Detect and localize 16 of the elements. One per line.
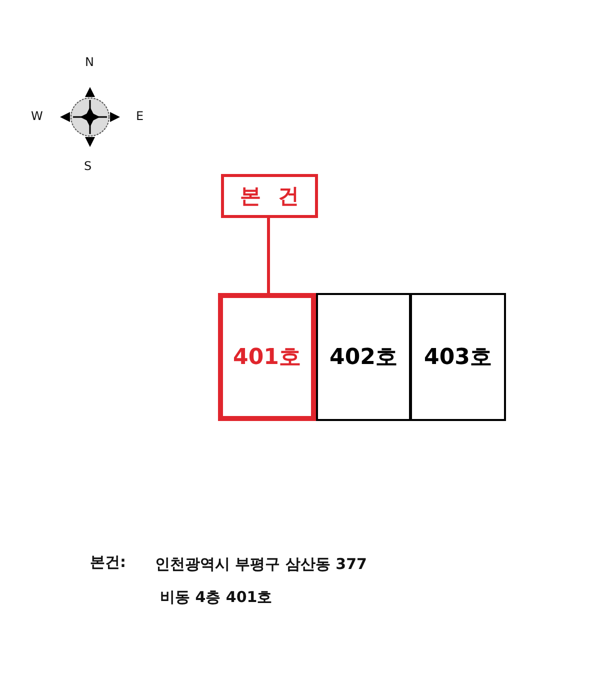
address-text: 비동 4층 401호 bbox=[160, 588, 272, 607]
label-box bbox=[221, 174, 318, 218]
unit-label: 401호 bbox=[233, 344, 301, 372]
box-label: 본 건 bbox=[238, 183, 304, 210]
address-text: 인천광역시 부평구 삼산동 377 bbox=[155, 555, 367, 574]
unit-box bbox=[316, 293, 411, 421]
unit-label: 403호 bbox=[424, 344, 492, 372]
unit-label: 402호 bbox=[330, 344, 398, 372]
compass-letter: W bbox=[31, 109, 43, 123]
compass-letter: E bbox=[136, 109, 144, 123]
unit-box bbox=[410, 293, 506, 421]
connector-line bbox=[267, 218, 270, 293]
unit-box bbox=[218, 293, 316, 421]
address-heading: 본건: bbox=[90, 553, 126, 572]
compass-letter: N bbox=[85, 55, 94, 69]
compass-letter: S bbox=[84, 159, 92, 173]
